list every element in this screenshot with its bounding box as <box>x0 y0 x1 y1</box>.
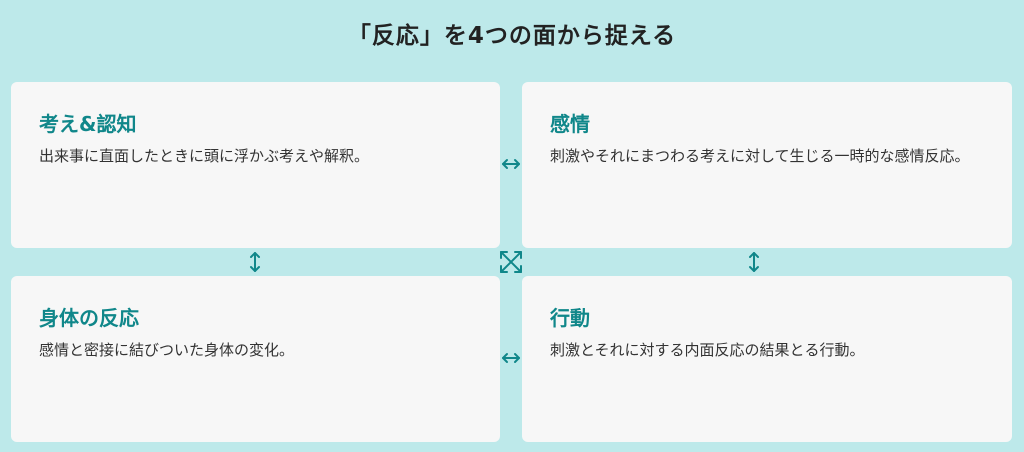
card-behavior-desc: 刺激とそれに対する内面反応の結果とる行動。 <box>550 341 865 359</box>
card-body-desc: 感情と密接に結びついた身体の変化。 <box>39 341 295 359</box>
card-emotions-title: 感情 <box>550 112 590 136</box>
card-emotions: 感情 刺激やそれにまつわる考えに対して生じる一時的な感情反応。 <box>522 82 1012 248</box>
double-arrow-vertical-icon <box>250 252 260 272</box>
card-body: 身体の反応 感情と密接に結びついた身体の変化。 <box>11 276 500 442</box>
double-arrow-horizontal-icon <box>502 159 520 169</box>
card-thoughts: 考え&認知 出来事に直面したときに頭に浮かぶ考えや解釈。 <box>11 82 500 248</box>
cross-arrows-icon <box>500 251 522 273</box>
card-emotions-desc: 刺激やそれにまつわる考えに対して生じる一時的な感情反応。 <box>550 147 970 165</box>
card-thoughts-title: 考え&認知 <box>39 112 137 136</box>
double-arrow-vertical-icon <box>749 252 759 272</box>
card-body-title: 身体の反応 <box>39 306 139 330</box>
card-thoughts-desc: 出来事に直面したときに頭に浮かぶ考えや解釈。 <box>39 147 370 165</box>
double-arrow-horizontal-icon <box>502 353 520 363</box>
card-behavior-title: 行動 <box>550 306 590 330</box>
card-behavior: 行動 刺激とそれに対する内面反応の結果とる行動。 <box>522 276 1012 442</box>
diagram-title: 「反応」を4つの面から捉える <box>347 23 677 49</box>
